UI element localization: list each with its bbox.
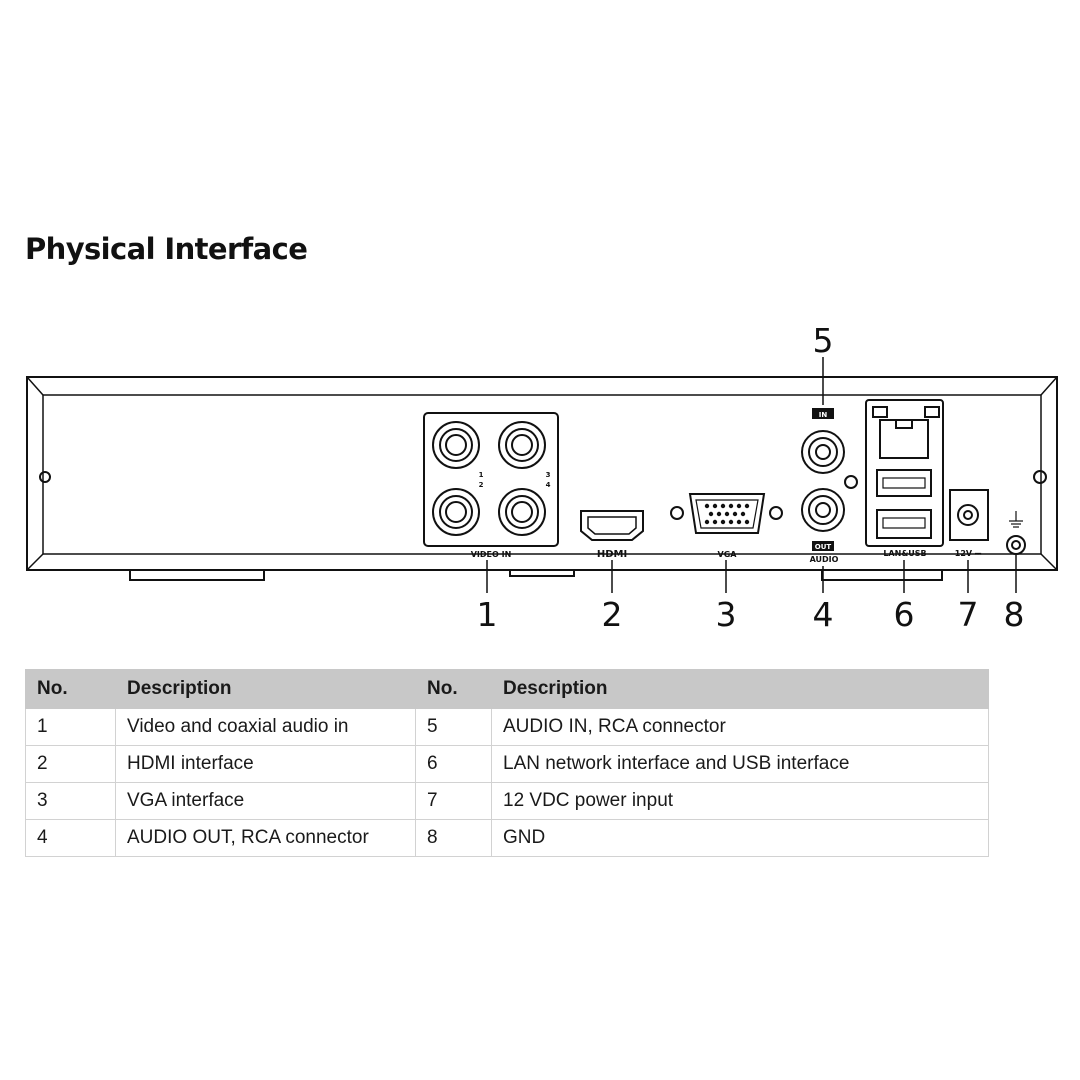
callout-number: 3: [716, 595, 737, 634]
callout-number: 6: [894, 595, 915, 634]
audio-in-label: IN: [819, 411, 828, 419]
foot-left: [129, 569, 265, 581]
table-cell: 8: [415, 819, 492, 857]
channel-label: 1: [479, 471, 484, 479]
vga-port: [670, 493, 783, 534]
audio-out-label: OUT: [815, 543, 832, 551]
lan-port: [879, 419, 929, 459]
table-cell: HDMI interface: [115, 745, 416, 783]
bnc-connector: [432, 421, 480, 469]
column-header-no: No.: [25, 669, 116, 709]
mounting-hole-left: [39, 471, 51, 483]
interface-table: No. Description No. Description 1 Video …: [25, 669, 989, 857]
foot-right: [821, 569, 943, 581]
table-cell: 2: [25, 745, 116, 783]
table-cell: VGA interface: [115, 782, 416, 820]
bnc-connector: [432, 488, 480, 536]
table-header-row: No. Description No. Description: [25, 669, 989, 709]
foot-middle: [509, 569, 575, 577]
table-cell: 5: [415, 708, 492, 746]
table-cell: 4: [25, 819, 116, 857]
audio-in-jack: [801, 430, 845, 474]
vga-pins: [704, 503, 750, 525]
callout-number: 1: [477, 595, 498, 634]
table-cell: 7: [415, 782, 492, 820]
column-header-no: No.: [415, 669, 492, 709]
channel-label: 3: [546, 471, 551, 479]
usb-port: [876, 509, 932, 539]
callout-number: 8: [1004, 595, 1025, 634]
table-cell: 3: [25, 782, 116, 820]
callout-number: 2: [602, 595, 623, 634]
channel-label: 4: [546, 481, 551, 489]
usb-port: [876, 469, 932, 497]
table-cell: 12 VDC power input: [491, 782, 989, 820]
column-header-description: Description: [115, 669, 416, 709]
table-cell: 6: [415, 745, 492, 783]
table-row: 2 HDMI interface 6 LAN network interface…: [25, 745, 989, 783]
mounting-hole-right: [1033, 470, 1047, 484]
table-row: 1 Video and coaxial audio in 5 AUDIO IN,…: [25, 708, 989, 746]
chassis-outline: [26, 376, 1058, 571]
table-cell: GND: [491, 819, 989, 857]
vga-label: VGA: [718, 550, 738, 559]
ground-terminal: [1006, 535, 1026, 555]
table-cell: 1: [25, 708, 116, 746]
callout-number: 7: [958, 595, 979, 634]
table-cell: AUDIO OUT, RCA connector: [115, 819, 416, 857]
rear-panel-diagram: VIDEO IN HDMI VGA IN OUT AUDIO LAN&USB 1…: [26, 321, 1058, 634]
ground-symbol-icon: [1009, 511, 1023, 528]
video-in-label: VIDEO IN: [471, 550, 512, 559]
bnc-connector: [498, 488, 546, 536]
bnc-connector: [498, 421, 546, 469]
panel-screw: [844, 475, 858, 489]
chassis-inner-edge: [42, 394, 1042, 555]
page-title: Physical Interface: [25, 232, 308, 266]
table-cell: AUDIO IN, RCA connector: [491, 708, 989, 746]
hdmi-port: [580, 510, 644, 541]
callout-leaders: [486, 357, 1017, 593]
power-jack: [949, 489, 989, 541]
hdmi-label: HDMI: [597, 549, 627, 560]
video-in-block: [423, 412, 559, 547]
table-row: 3 VGA interface 7 12 VDC power input: [25, 782, 989, 820]
lan-usb-block: [865, 399, 944, 547]
audio-out-jack: [801, 488, 845, 532]
callout-number: 4: [813, 595, 834, 634]
lan-usb-label: LAN&USB: [883, 549, 926, 558]
table-row: 4 AUDIO OUT, RCA connector 8 GND: [25, 819, 989, 857]
channel-label: 2: [479, 481, 484, 489]
audio-label: AUDIO: [810, 555, 839, 564]
table-cell: LAN network interface and USB interface: [491, 745, 989, 783]
column-header-description: Description: [491, 669, 989, 709]
power-label: 12V ⎓: [955, 549, 982, 558]
table-cell: Video and coaxial audio in: [115, 708, 416, 746]
callout-number: 5: [813, 321, 834, 360]
